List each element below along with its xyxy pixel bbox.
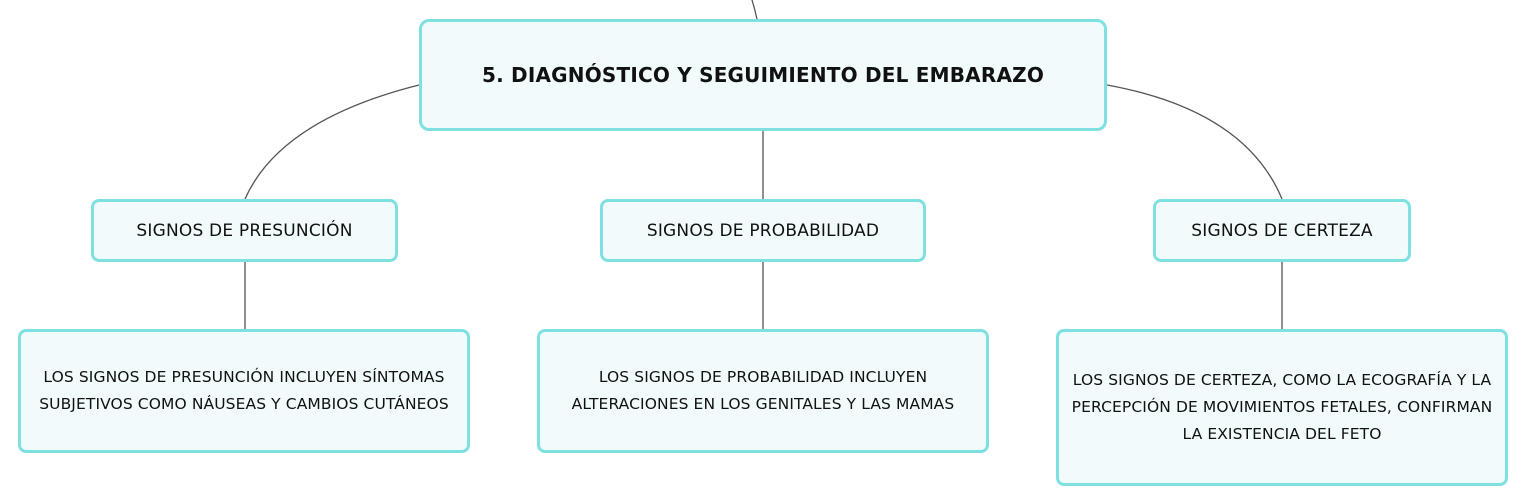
topic-label: SIGNOS DE CERTEZA — [1191, 220, 1373, 241]
topic-label: SIGNOS DE PROBABILIDAD — [646, 220, 880, 241]
subtopic-presuncion-detail[interactable]: LOS SIGNOS DE PRESUNCIÓN INCLUYEN SÍNTOM… — [18, 329, 470, 453]
connector-root-to-certeza — [1106, 84, 1283, 200]
root-topic-node[interactable]: 5. DIAGNÓSTICO Y SEGUIMIENTO DEL EMBARAZ… — [419, 19, 1107, 131]
topic-signos-probabilidad[interactable]: SIGNOS DE PROBABILIDAD — [600, 199, 926, 262]
subtopic-text: LOS SIGNOS DE PRESUNCIÓN INCLUYEN SÍNTOM… — [39, 368, 449, 413]
subtopic-text: LOS SIGNOS DE PROBABILIDAD INCLUYEN ALTE… — [571, 368, 955, 413]
topic-label: SIGNOS DE PRESUNCIÓN — [136, 220, 353, 241]
connector-root-to-presuncion — [244, 84, 420, 200]
subtopic-probabilidad-detail[interactable]: LOS SIGNOS DE PROBABILIDAD INCLUYEN ALTE… — [537, 329, 989, 453]
subtopic-certeza-detail[interactable]: LOS SIGNOS DE CERTEZA, COMO LA ECOGRAFÍA… — [1056, 329, 1508, 486]
connector-parent-to-root — [751, 0, 758, 20]
subtopic-text: LOS SIGNOS DE CERTEZA, COMO LA ECOGRAFÍA… — [1071, 371, 1493, 443]
root-topic-label: 5. DIAGNÓSTICO Y SEGUIMIENTO DEL EMBARAZ… — [481, 63, 1045, 87]
topic-signos-certeza[interactable]: SIGNOS DE CERTEZA — [1153, 199, 1411, 262]
topic-signos-presuncion[interactable]: SIGNOS DE PRESUNCIÓN — [91, 199, 398, 262]
